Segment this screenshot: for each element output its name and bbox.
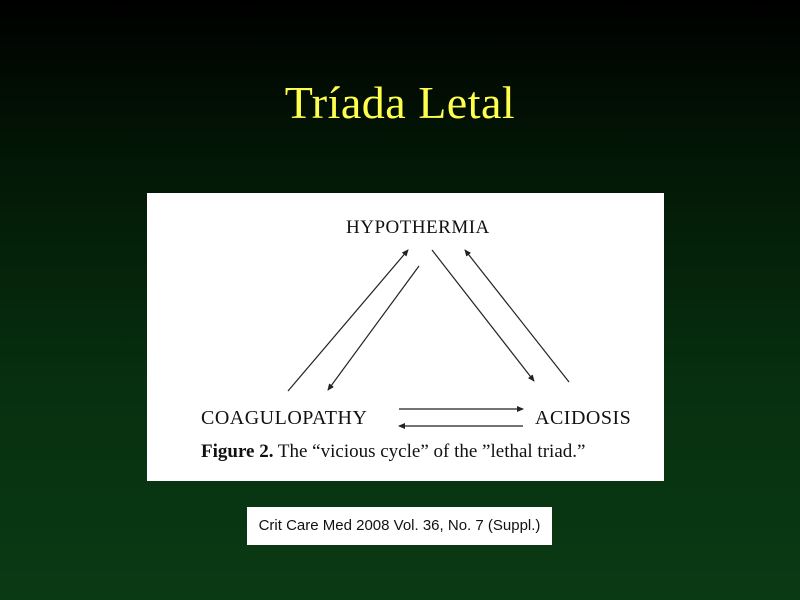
lethal-triad-figure: HYPOTHERMIA COAGULOPATHY ACIDOSIS Figure…: [147, 193, 664, 481]
caption-label: Figure 2.: [201, 441, 274, 462]
arrow-hypothermia-to-coagulopathy: [327, 265, 420, 391]
cycle-arrows: [287, 249, 570, 429]
figure-caption: Figure 2. The “vicious cycle” of the ”le…: [201, 441, 585, 463]
arrow-hypothermia-to-acidosis: [431, 249, 535, 382]
node-acidosis: ACIDOSIS: [535, 407, 632, 429]
node-hypothermia: HYPOTHERMIA: [346, 217, 490, 238]
citation-box: Crit Care Med 2008 Vol. 36, No. 7 (Suppl…: [247, 507, 552, 545]
node-coagulopathy: COAGULOPATHY: [201, 407, 368, 429]
arrow-acidosis-to-hypothermia: [464, 249, 570, 383]
arrow-coagulopathy-to-hypothermia: [287, 249, 409, 392]
slide-title: Tríada Letal: [284, 77, 516, 128]
caption-text: The “vicious cycle” of the ”lethal triad…: [273, 441, 586, 462]
